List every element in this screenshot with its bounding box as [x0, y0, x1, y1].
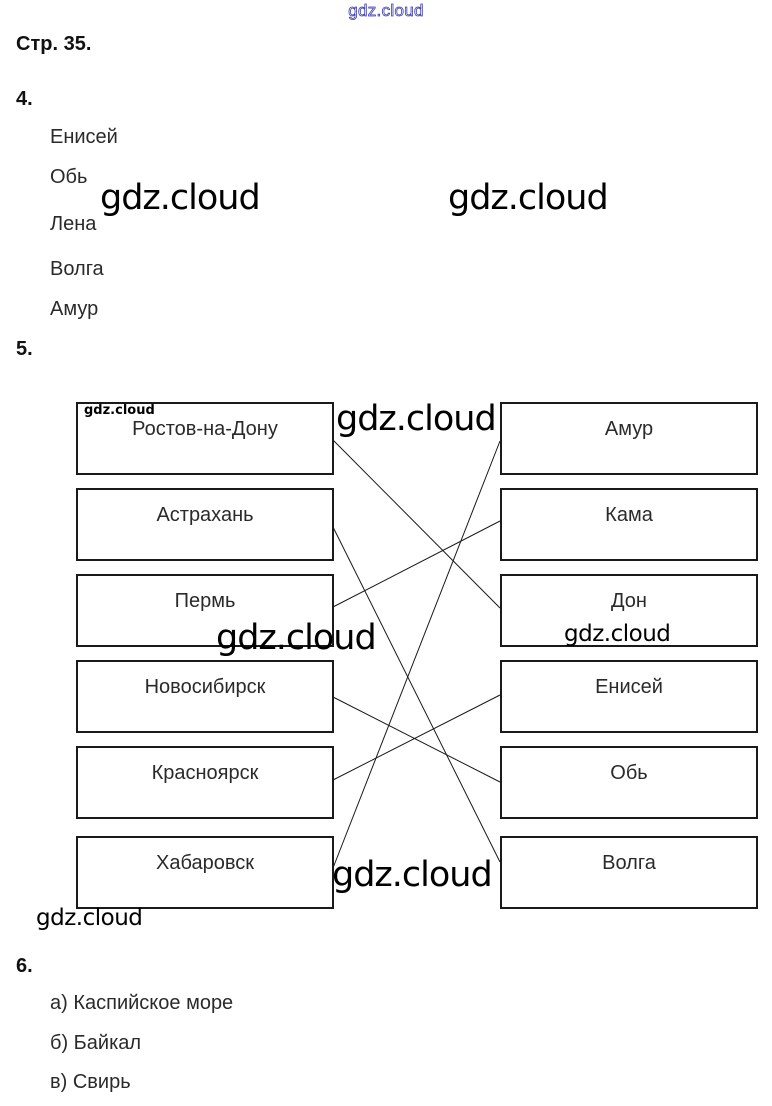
river-box: Амур [500, 402, 758, 475]
city-label: Астрахань [156, 504, 254, 526]
task-6-item: в) Свирь [50, 1071, 131, 1093]
match-line [332, 520, 501, 608]
river-box: Дон [500, 574, 758, 647]
city-label: Пермь [174, 590, 236, 612]
watermark-text: gdz.cloud [332, 855, 493, 895]
watermark-text: gdz.cloud [336, 399, 497, 439]
river-label: Кама [605, 504, 653, 526]
city-box: Ростов-на-Дону [76, 402, 334, 475]
river-box: Волга [500, 836, 758, 909]
match-line [332, 526, 501, 863]
task-6-item: б) Байкал [50, 1032, 142, 1054]
task-6-number: 6. [16, 955, 33, 977]
river-label: Дон [611, 590, 647, 612]
river-label: Обь [610, 762, 648, 784]
task-5-number: 5. [16, 338, 33, 360]
page-label: Стр. 35. [16, 33, 92, 55]
city-label: Хабаровск [156, 852, 254, 874]
task-4-item: Обь [50, 166, 88, 188]
city-box: Пермь [76, 574, 334, 647]
river-label: Амур [604, 418, 654, 440]
watermark-text: gdz.cloud [216, 618, 377, 658]
match-line [332, 440, 501, 869]
river-box: Кама [500, 488, 758, 561]
city-label: Новосибирск [144, 676, 266, 698]
match-line [332, 694, 501, 781]
river-box: Обь [500, 746, 758, 819]
task-4-item: Лена [50, 213, 97, 235]
watermark-text: gdz.cloud [100, 178, 261, 218]
task-6-item: а) Каспийское море [50, 992, 234, 1014]
watermark-text: gdz.cloud [448, 178, 609, 218]
task-4-item: Енисей [50, 126, 118, 148]
task-4-number: 4. [16, 88, 33, 110]
task-4-item: Волга [50, 258, 104, 280]
watermark-text: gdz.cloud [564, 621, 671, 647]
city-box: Астрахань [76, 488, 334, 561]
top-watermark: gdz.cloud [348, 1, 424, 21]
city-label: Красноярск [151, 762, 259, 784]
match-line [332, 439, 501, 609]
task-4-item: Амур [50, 298, 99, 320]
city-box: Хабаровск [76, 836, 334, 909]
match-line [332, 696, 501, 783]
river-label: Енисей [595, 676, 663, 698]
city-label: Ростов-на-Дону [132, 418, 278, 440]
city-box: Красноярск [76, 746, 334, 819]
watermark-text: gdz.cloud [36, 905, 143, 931]
river-box: Енисей [500, 660, 758, 733]
watermark-text: gdz.cloud [84, 403, 155, 418]
city-box: Новосибирск [76, 660, 334, 733]
river-label: Волга [602, 852, 656, 874]
